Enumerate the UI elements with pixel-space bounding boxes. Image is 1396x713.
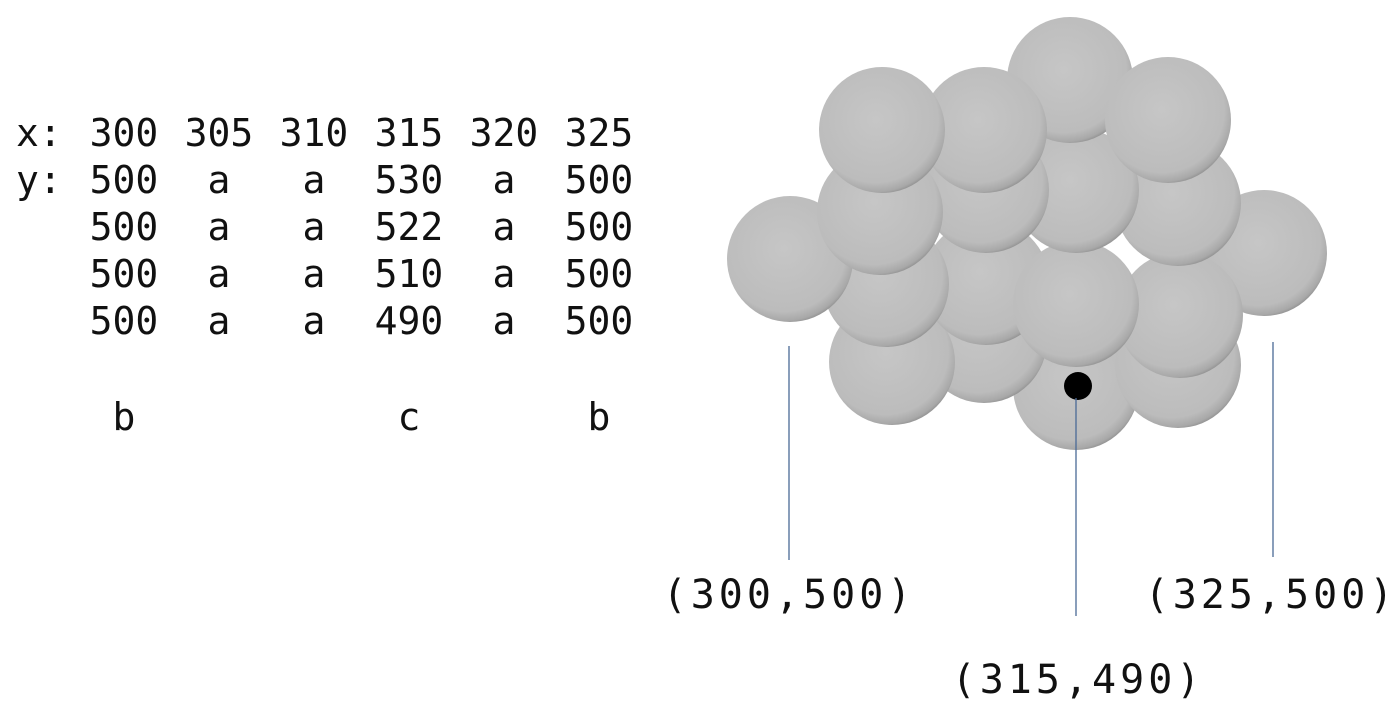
coordinate-label-middle: (315,490) (951, 657, 1205, 703)
x-value: 315 (374, 111, 444, 155)
y-cell: a (302, 252, 326, 296)
y-cell: 500 (89, 158, 159, 202)
y-cell: a (207, 205, 231, 249)
circle (1013, 241, 1139, 367)
x-value: 300 (89, 111, 159, 155)
y-cell: 530 (374, 158, 444, 202)
y-cell: 490 (374, 299, 444, 343)
y-cell: a (302, 205, 326, 249)
y-cell: 500 (564, 252, 634, 296)
x-value: 325 (564, 111, 634, 155)
circle (1117, 252, 1243, 378)
circle (1013, 127, 1139, 253)
coordinate-label-left: (300,500) (662, 572, 916, 618)
x-row-label: x: (16, 111, 62, 155)
footer-label: c (397, 395, 421, 439)
x-value: 305 (184, 111, 254, 155)
y-cell: 510 (374, 252, 444, 296)
y-cell: 500 (564, 205, 634, 249)
y-cell: 500 (89, 205, 159, 249)
y-cell: a (207, 252, 231, 296)
y-cell: 500 (564, 299, 634, 343)
y-cell: a (492, 299, 516, 343)
y-cell: 500 (89, 252, 159, 296)
y-cell: 522 (374, 205, 444, 249)
y-cell: 500 (89, 299, 159, 343)
footer-label: b (587, 395, 611, 439)
circle (1105, 57, 1231, 183)
x-value: 310 (279, 111, 349, 155)
y-cell: a (492, 205, 516, 249)
coordinate-label-right: (325,500) (1144, 572, 1396, 618)
circle (921, 67, 1047, 193)
y-cell: a (207, 158, 231, 202)
y-cell: a (207, 299, 231, 343)
y-cell: a (492, 252, 516, 296)
y-cell: 500 (564, 158, 634, 202)
y-cell: a (302, 299, 326, 343)
footer-label: b (112, 395, 136, 439)
circle (819, 67, 945, 193)
x-value: 320 (469, 111, 539, 155)
y-cell: a (492, 158, 516, 202)
y-cell: a (302, 158, 326, 202)
marker-dot (1064, 372, 1092, 400)
y-row-label: y: (16, 158, 62, 202)
